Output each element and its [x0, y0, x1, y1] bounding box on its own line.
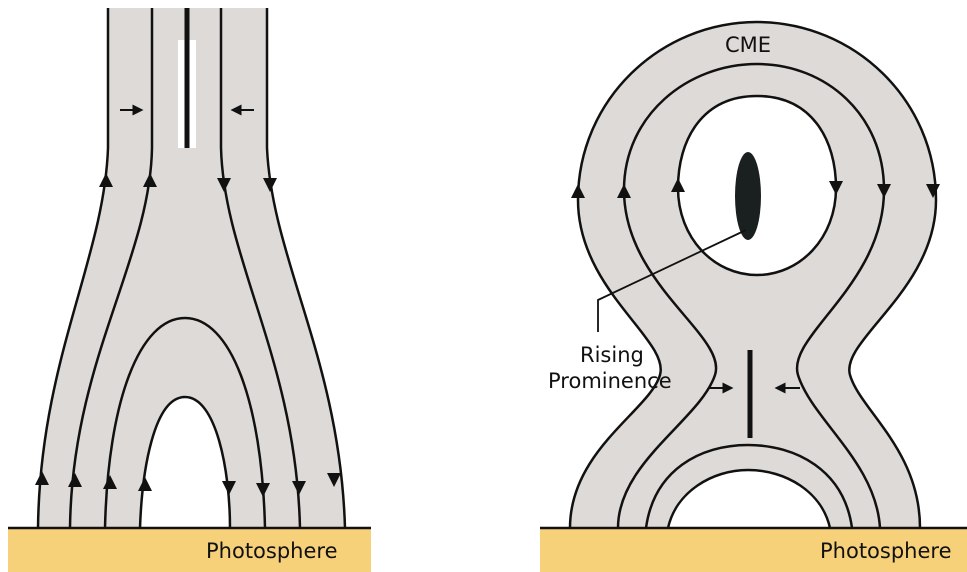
rising-prominence: [735, 152, 761, 240]
left-plasma-region: [38, 8, 345, 528]
left-photosphere-label: Photosphere: [206, 539, 338, 563]
prominence-label-line1: Rising: [580, 343, 644, 367]
prominence-label-line2: Prominence: [548, 369, 672, 393]
right-photosphere-label: Photosphere: [820, 539, 952, 563]
left-panel: Photosphere: [8, 8, 371, 572]
right-panel: CME Rising Prominence Photosphere: [540, 22, 967, 572]
cme-label: CME: [725, 33, 771, 57]
